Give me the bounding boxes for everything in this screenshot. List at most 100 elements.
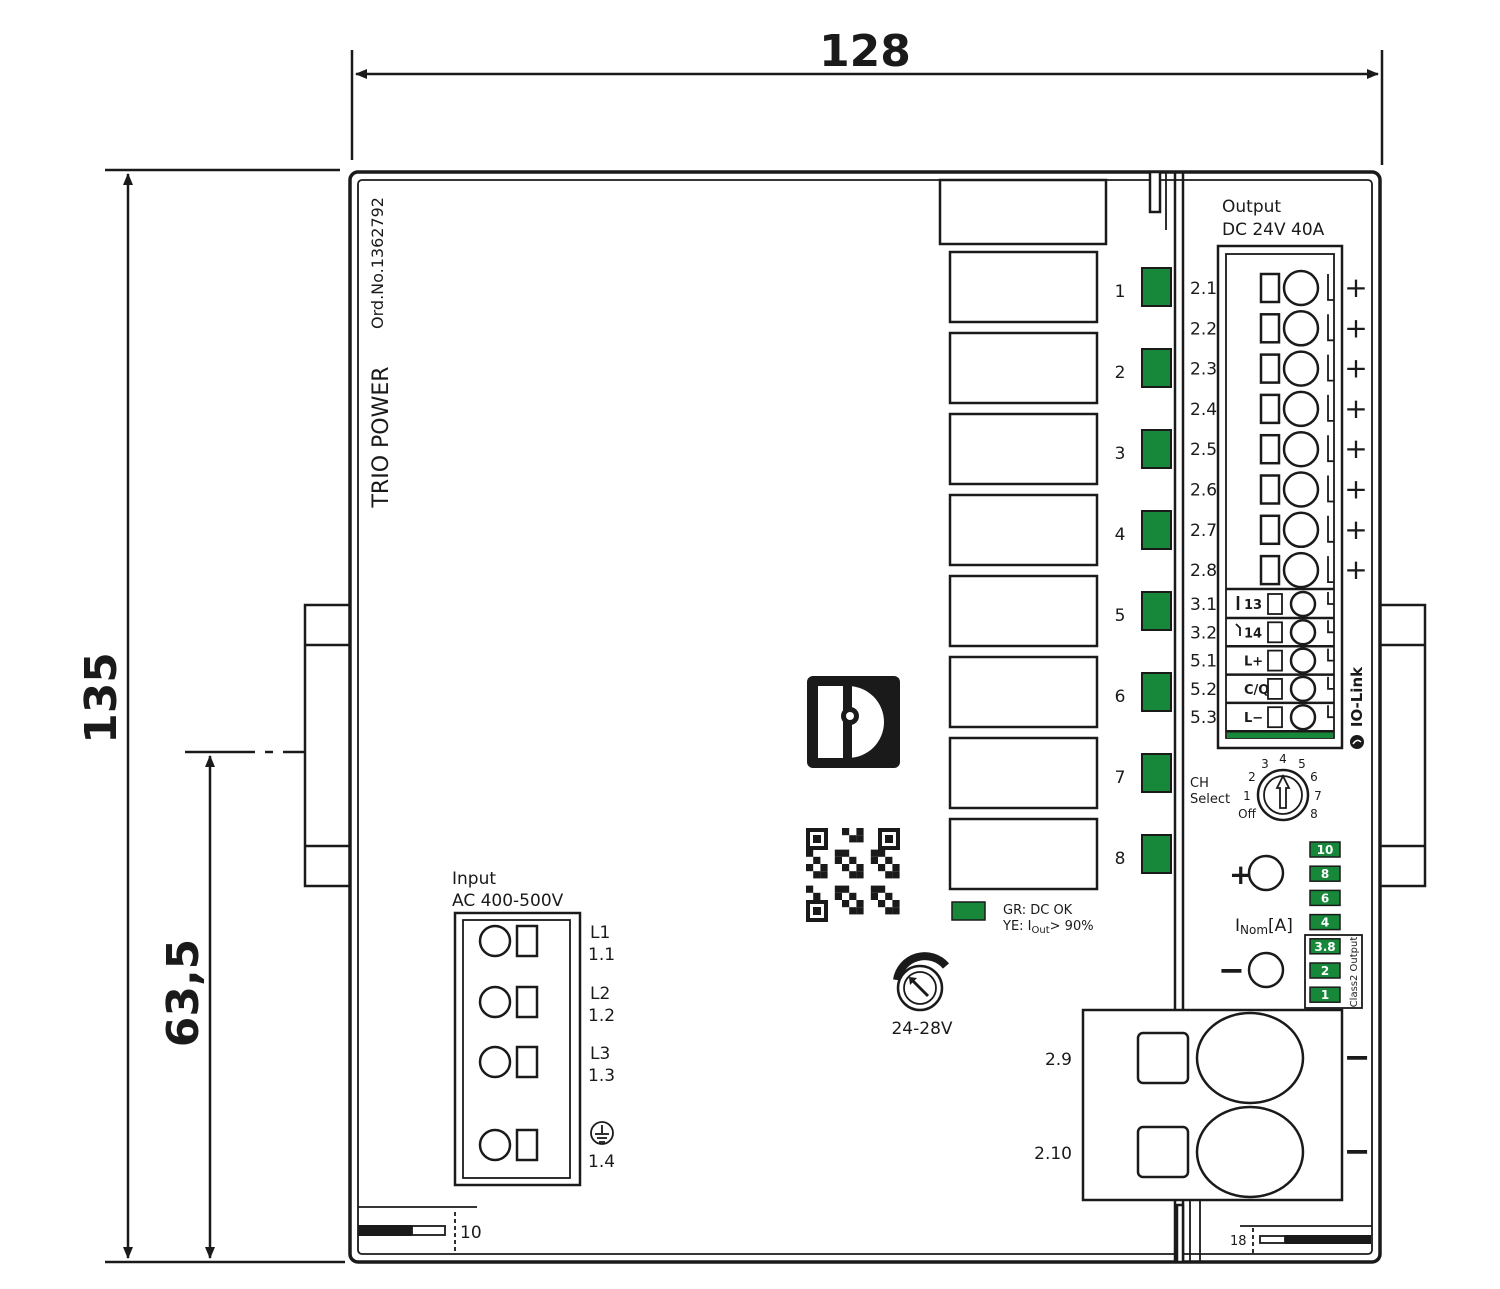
output-plus-terminal[interactable]: 2.6+ (1190, 471, 1368, 508)
terminal-number: 2.4 (1190, 400, 1217, 420)
terminal-slot (1259, 554, 1281, 586)
terminal-number: 3.1 (1190, 595, 1217, 615)
terminal-number: 5.3 (1190, 708, 1217, 728)
qr-module (834, 856, 842, 864)
qr-module (842, 864, 850, 872)
ch-position-label: 3 (1261, 757, 1269, 771)
plus-icon: + (1344, 513, 1367, 546)
qr-module (878, 849, 886, 857)
output-minus-terminal[interactable]: 2.10− (1034, 1105, 1370, 1199)
input-terminal[interactable]: 1.4 (478, 1128, 615, 1172)
terminal-phase: L3 (590, 1044, 610, 1064)
terminal-number: 1.3 (588, 1066, 615, 1086)
inom-level-label: 2 (1321, 964, 1329, 978)
qr-finder-dot (885, 835, 893, 843)
qr-finder (806, 828, 828, 850)
channel-label-field (948, 493, 1099, 567)
channel-led (1141, 591, 1172, 631)
screw-icon (1289, 590, 1317, 618)
ch-position-label: 5 (1298, 757, 1306, 771)
terminal-slot (1259, 514, 1281, 546)
output-plus-terminal[interactable]: 2.8+ (1190, 551, 1368, 589)
ch-select-title: CH (1190, 776, 1209, 791)
channel-label-field (948, 331, 1099, 405)
channel-label-field (948, 412, 1099, 486)
plus-icon: + (1344, 392, 1367, 425)
qr-module (870, 856, 878, 864)
qr-module (892, 871, 900, 879)
output-plus-terminal[interactable]: 2.2+ (1190, 310, 1368, 347)
terminal-phase: L2 (590, 984, 610, 1004)
input-terminal[interactable]: L31.3 (478, 1044, 615, 1086)
voltage-potentiometer[interactable] (893, 952, 950, 1012)
output-plus-terminal[interactable]: 2.7+ (1190, 511, 1368, 549)
qr-module (878, 864, 886, 872)
output-plus-terminal[interactable]: 2.4 + (1190, 390, 1368, 428)
qr-module (842, 900, 850, 908)
input-terminal[interactable]: L11.1 (478, 923, 615, 965)
qr-module (834, 849, 842, 857)
terminal-slot (515, 924, 539, 958)
screw-icon (1282, 551, 1320, 589)
qr-module (856, 835, 864, 843)
dimension-rail: 63,5 (158, 750, 350, 1259)
inom-level-label: 8 (1321, 867, 1329, 881)
output-plus-terminal[interactable]: 2.1+ (1190, 269, 1368, 307)
qr-module (892, 907, 900, 915)
output-plus-terminal[interactable]: 2.5+ (1190, 430, 1368, 468)
width-label: 128 (819, 26, 911, 77)
inom-level-label: 4 (1321, 916, 1329, 930)
output-minus-terminal[interactable]: 2.9− (1045, 1011, 1370, 1105)
channel-led (1141, 267, 1172, 307)
qr-module (813, 892, 821, 900)
screw-icon (478, 924, 512, 958)
terminal-number: 2.8 (1190, 561, 1217, 581)
terminal-slot (1259, 313, 1281, 344)
channel-5: 5 (948, 574, 1172, 648)
qr-module (849, 871, 857, 879)
screw-icon (1282, 310, 1320, 347)
input-terminal[interactable]: L21.2 (478, 984, 615, 1026)
rail-height-label: 63,5 (158, 939, 209, 1048)
qr-module (834, 885, 842, 893)
channel-number: 1 (1115, 282, 1126, 302)
terminal-number: 2.6 (1190, 481, 1217, 501)
terminal-function: L+ (1244, 655, 1263, 670)
channel-6: 6 (948, 655, 1172, 729)
inom-level-label: 10 (1317, 843, 1334, 857)
inom-level-led (1309, 986, 1341, 1003)
screw-icon (1282, 390, 1320, 428)
screw-icon (1195, 1105, 1305, 1199)
output-plus-terminal[interactable]: 2.3+ (1190, 350, 1368, 387)
terminal-number: 2.2 (1190, 319, 1217, 339)
ch-position-label: 1 (1243, 789, 1251, 803)
inom-level-led (1309, 865, 1341, 882)
channel-label-field (948, 655, 1099, 729)
output-rating: DC 24V 40A (1222, 220, 1325, 240)
qr-module (856, 907, 864, 915)
qr-module (885, 892, 893, 900)
qr-finder (878, 828, 900, 850)
class2-output-label: Class2 Output (1349, 937, 1360, 1008)
terminal-slot (1259, 474, 1281, 505)
inom-level-led (1309, 841, 1341, 858)
channel-number: 6 (1115, 687, 1126, 707)
qr-module (813, 871, 821, 879)
inom-increase-button[interactable] (1247, 854, 1285, 892)
channel-1: 1 (948, 250, 1172, 324)
terminal-number: 2.5 (1190, 440, 1217, 460)
inom-decrease-button[interactable] (1247, 951, 1285, 989)
label-area (938, 178, 1108, 246)
inom-level-led (1309, 889, 1341, 907)
channel-led (1141, 834, 1172, 874)
terminal-slot (1136, 1125, 1190, 1179)
